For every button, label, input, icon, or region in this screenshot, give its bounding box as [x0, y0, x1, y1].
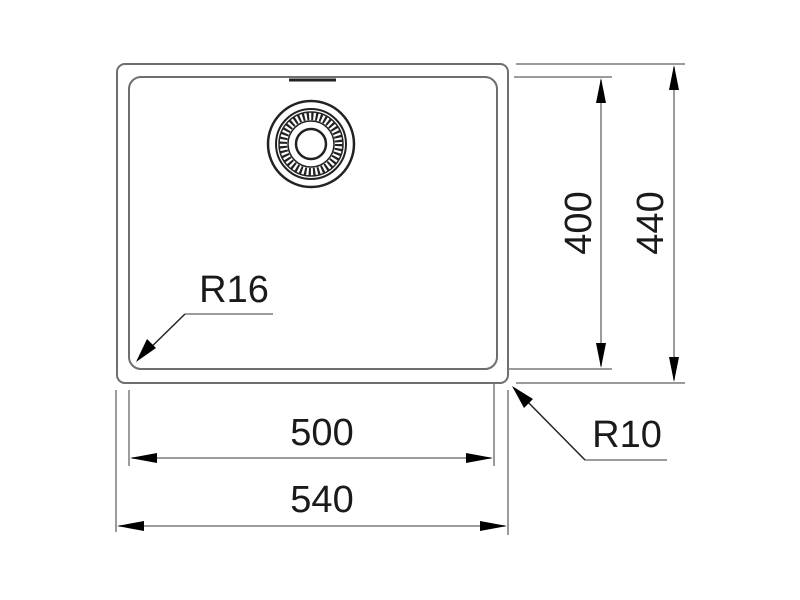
dimension-500: 500	[130, 412, 493, 463]
label-r10: R10	[592, 414, 662, 456]
arrow-right-icon	[466, 453, 493, 463]
radius-r10-callout: R10	[512, 386, 667, 461]
inner-bowl	[128, 76, 498, 370]
arrow-leader-icon	[512, 386, 533, 408]
label-400: 400	[558, 191, 600, 254]
outer-rim	[116, 63, 509, 384]
arrow-down-icon	[596, 343, 606, 368]
dimension-540: 540	[117, 479, 507, 531]
arrow-leader-icon	[136, 339, 156, 362]
label-440: 440	[630, 191, 672, 254]
arrow-down-icon	[669, 357, 679, 382]
arrow-left-icon	[130, 453, 157, 463]
label-r16: R16	[199, 269, 269, 311]
arrow-up-icon	[669, 65, 679, 90]
dimension-440: 440	[630, 65, 679, 382]
drain-strainer-icon	[266, 99, 356, 189]
radius-r16-callout: R16	[136, 269, 273, 362]
arrow-right-icon	[480, 521, 507, 531]
arrow-left-icon	[117, 521, 144, 531]
label-500: 500	[290, 412, 353, 454]
dimension-400: 400	[558, 78, 606, 368]
label-540: 540	[290, 479, 353, 521]
arrow-up-icon	[596, 78, 606, 103]
